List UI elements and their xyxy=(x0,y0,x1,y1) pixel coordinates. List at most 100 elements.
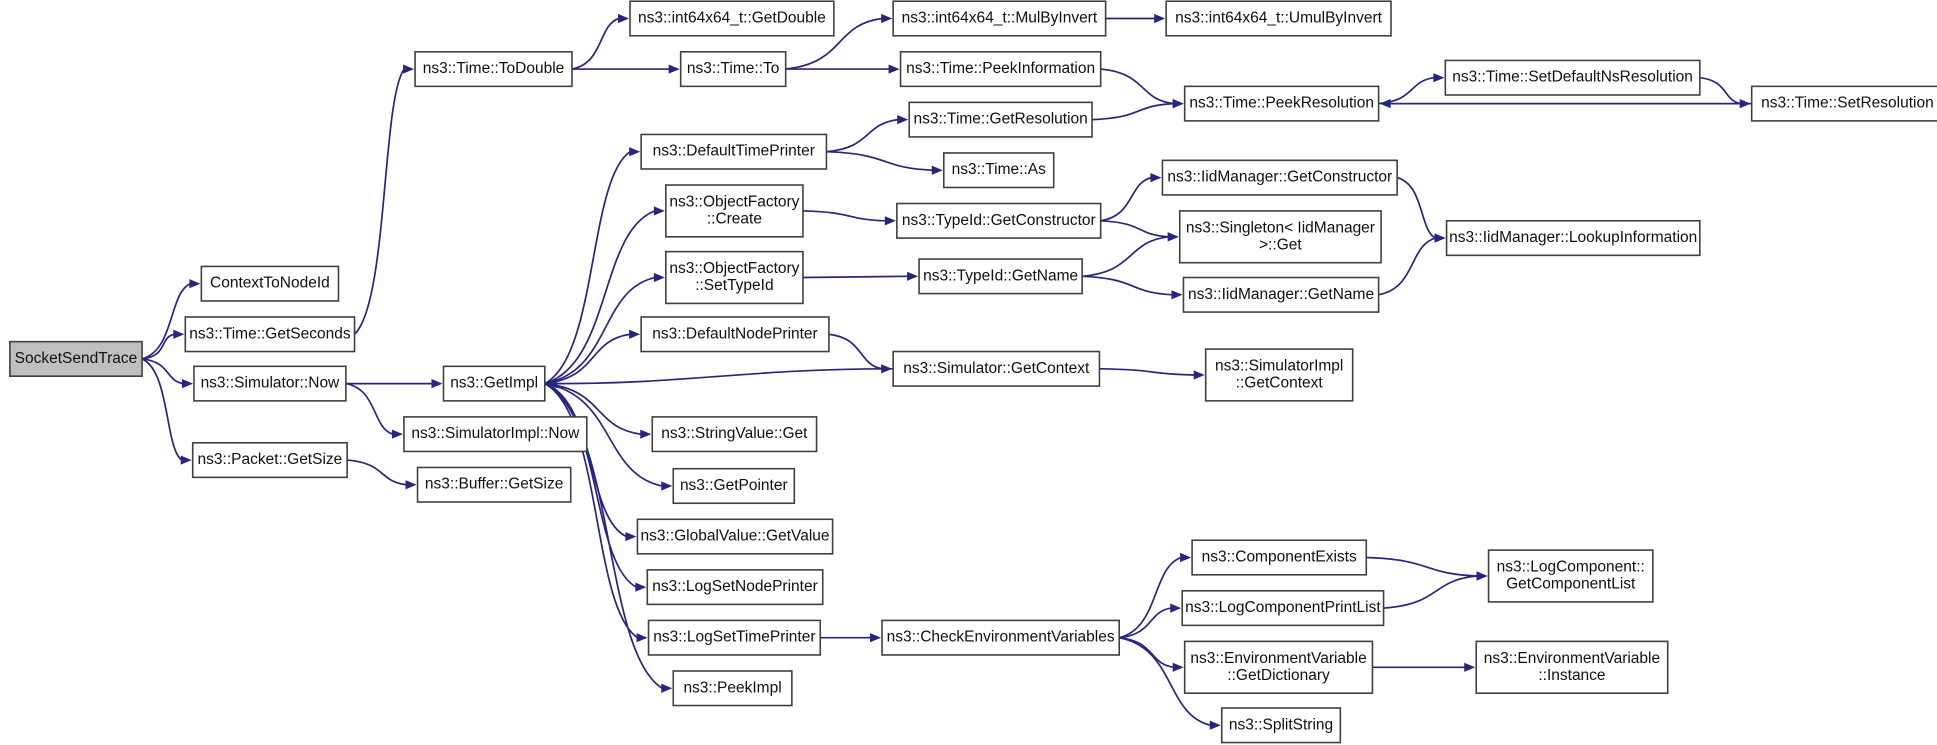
graph-node[interactable]: ns3::Buffer::GetSize xyxy=(416,466,572,503)
node-box[interactable] xyxy=(629,0,835,37)
graph-node[interactable]: ns3::CheckEnvironmentVariables xyxy=(881,619,1121,656)
node-box[interactable] xyxy=(672,670,793,707)
node-box[interactable] xyxy=(1204,348,1354,402)
graph-node[interactable]: ns3::Time::As xyxy=(942,152,1055,189)
node-box[interactable] xyxy=(9,340,143,378)
node-box[interactable] xyxy=(908,101,1093,138)
graph-node[interactable]: ns3::IidManager::GetName xyxy=(1182,276,1380,313)
node-box[interactable] xyxy=(679,50,787,88)
node-box[interactable] xyxy=(1220,707,1342,744)
node-box[interactable] xyxy=(1445,219,1701,257)
node-box[interactable] xyxy=(896,202,1102,239)
graph-node[interactable]: ns3::GlobalValue::GetValue xyxy=(636,518,834,555)
graph-node[interactable]: ns3::Time::To xyxy=(679,50,787,88)
node-box[interactable] xyxy=(1181,590,1385,627)
node-box[interactable] xyxy=(640,316,830,353)
graph-node[interactable]: ns3::SimulatorImpl::Now xyxy=(403,416,588,453)
node-box[interactable] xyxy=(184,316,356,353)
node-box[interactable] xyxy=(672,467,796,505)
graph-node[interactable]: ns3::Time::SetDefaultNsResolution xyxy=(1444,59,1701,96)
node-box[interactable] xyxy=(1178,210,1382,264)
graph-node[interactable]: ns3::IidManager::GetConstructor xyxy=(1161,159,1398,196)
graph-edge xyxy=(141,329,185,360)
node-box[interactable] xyxy=(1182,276,1380,313)
node-box[interactable] xyxy=(918,258,1083,295)
node-box[interactable] xyxy=(1183,640,1374,694)
graph-node[interactable]: ContextToNodeId xyxy=(200,265,340,302)
node-box[interactable] xyxy=(892,350,1101,387)
node-box[interactable] xyxy=(193,365,347,402)
node-box[interactable] xyxy=(636,518,834,555)
graph-node[interactable]: ns3::DefaultTimePrinter xyxy=(640,133,828,170)
graph-node[interactable]: ns3::ComponentExists xyxy=(1191,539,1368,576)
graph-node[interactable]: ns3::GetImpl xyxy=(442,365,546,402)
node-box[interactable] xyxy=(442,365,546,402)
node-box[interactable] xyxy=(1750,85,1937,122)
node-box[interactable] xyxy=(647,619,822,656)
node-box[interactable] xyxy=(414,50,573,88)
node-box[interactable] xyxy=(892,0,1107,37)
graph-edge xyxy=(544,382,673,693)
node-box[interactable] xyxy=(1165,0,1392,37)
node-box[interactable] xyxy=(665,250,804,305)
graph-node[interactable]: ns3::LogSetTimePrinter xyxy=(647,619,822,656)
graph-node[interactable]: ns3::Simulator::GetContext xyxy=(892,350,1101,387)
node-box[interactable] xyxy=(1191,539,1368,576)
graph-node[interactable]: ns3::LogSetNodePrinter xyxy=(646,569,824,606)
node-box[interactable] xyxy=(942,152,1055,189)
edge-line xyxy=(544,333,631,385)
edge-arrowhead xyxy=(897,115,909,125)
edge-arrowhead xyxy=(625,531,637,542)
node-box[interactable] xyxy=(416,466,572,503)
node-box[interactable] xyxy=(640,133,828,170)
graph-edge xyxy=(1099,367,1205,380)
node-box[interactable] xyxy=(665,184,804,238)
graph-node[interactable]: ns3::IidManager::LookupInformation xyxy=(1445,219,1701,257)
graph-node[interactable]: ns3::EnvironmentVariable::Instance xyxy=(1475,640,1669,694)
node-box[interactable] xyxy=(191,442,348,479)
graph-node[interactable]: ns3::LogComponentPrintList xyxy=(1181,590,1385,627)
edge-arrowhead xyxy=(907,271,919,281)
graph-node[interactable]: ns3::StringValue::Get xyxy=(651,416,818,453)
graph-node[interactable]: ns3::Time::GetResolution xyxy=(908,101,1093,138)
node-box[interactable] xyxy=(646,569,824,606)
graph-node[interactable]: SocketSendTrace xyxy=(9,340,143,378)
edge-arrowhead xyxy=(1476,571,1488,581)
graph-node[interactable]: ns3::Time::GetSeconds xyxy=(184,316,356,353)
graph-node[interactable]: ns3::TypeId::GetName xyxy=(918,258,1083,295)
graph-node[interactable]: ns3::Time::PeekResolution xyxy=(1183,85,1380,122)
node-box[interactable] xyxy=(1475,640,1669,694)
node-box[interactable] xyxy=(200,265,340,302)
graph-node[interactable]: ns3::Simulator::Now xyxy=(193,365,347,402)
graph-node[interactable]: ns3::TypeId::GetConstructor xyxy=(896,202,1102,239)
graph-node[interactable]: ns3::GetPointer xyxy=(672,467,796,505)
graph-node[interactable]: ns3::ObjectFactory::Create xyxy=(665,184,804,238)
graph-node[interactable]: ns3::LogComponent::GetComponentList xyxy=(1487,549,1654,603)
edge-line xyxy=(1119,556,1182,639)
node-box[interactable] xyxy=(1444,59,1701,96)
node-box[interactable] xyxy=(403,416,588,453)
graph-node[interactable]: ns3::Time::SetResolution xyxy=(1750,85,1937,122)
graph-node[interactable]: ns3::int64x64_t::UmulByInvert xyxy=(1165,0,1392,37)
graph-node[interactable]: ns3::SplitString xyxy=(1220,707,1342,744)
graph-node[interactable]: ns3::EnvironmentVariable::GetDictionary xyxy=(1183,640,1374,694)
graph-node[interactable]: ns3::Time::PeekInformation xyxy=(899,50,1102,88)
graph-node[interactable]: ns3::Singleton< IidManager>::Get xyxy=(1178,210,1382,264)
node-box[interactable] xyxy=(651,416,818,453)
edge-line xyxy=(141,358,183,461)
graph-node[interactable]: ns3::Packet::GetSize xyxy=(191,442,348,479)
edge-line xyxy=(1100,68,1174,105)
node-box[interactable] xyxy=(1487,549,1654,603)
graph-node[interactable]: ns3::ObjectFactory::SetTypeId xyxy=(665,250,804,305)
node-box[interactable] xyxy=(1161,159,1398,196)
graph-node[interactable]: ns3::SimulatorImpl::GetContext xyxy=(1204,348,1354,402)
graph-node[interactable]: ns3::DefaultNodePrinter xyxy=(640,316,830,353)
graph-node[interactable]: ns3::int64x64_t::GetDouble xyxy=(629,0,835,37)
node-box[interactable] xyxy=(881,619,1121,656)
node-box[interactable] xyxy=(899,50,1102,88)
graph-node[interactable]: ns3::int64x64_t::MulByInvert xyxy=(892,0,1107,37)
graph-node[interactable]: ns3::Time::ToDouble xyxy=(414,50,573,88)
node-box[interactable] xyxy=(1183,85,1380,122)
edge-arrowhead xyxy=(189,279,201,289)
graph-node[interactable]: ns3::PeekImpl xyxy=(672,670,793,707)
